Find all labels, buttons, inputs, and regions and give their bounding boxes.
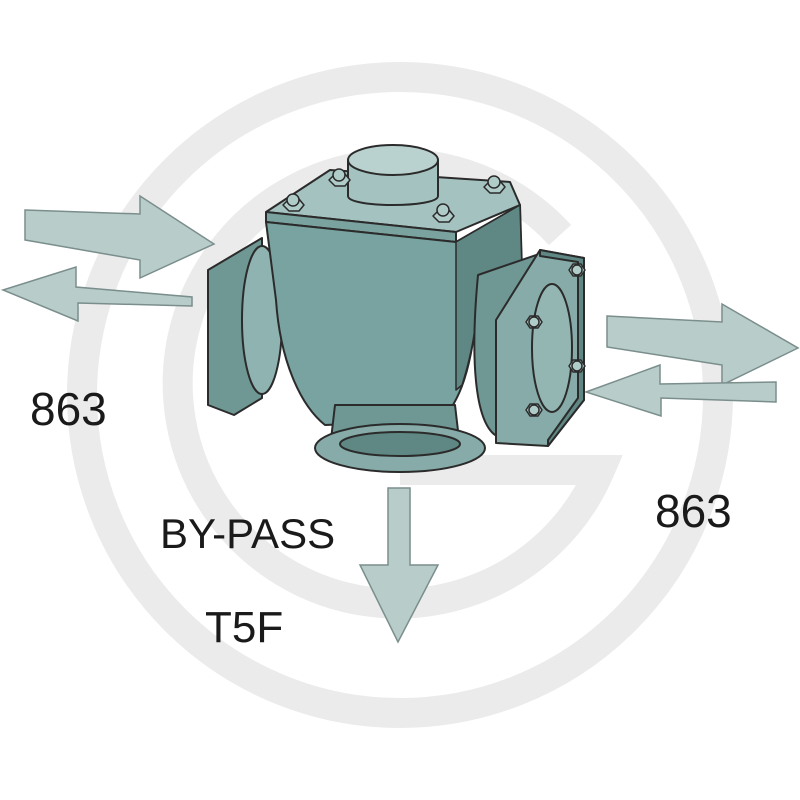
arrow-left-icon (0, 265, 193, 323)
right-code-label: 863 (655, 485, 732, 537)
bolt-icon (568, 359, 586, 373)
bolts (282, 168, 586, 417)
bolt-icon (568, 263, 586, 277)
bottom-outlet-opening (339, 431, 461, 457)
outlet-code-label: T5F (205, 603, 283, 652)
bolt-icon (432, 203, 455, 223)
bolt-icon (483, 175, 506, 194)
bypass-label: BY-PASS (160, 510, 335, 557)
bolt-icon (525, 403, 543, 417)
bolt-icon (525, 315, 543, 329)
bolt-icon (328, 168, 351, 187)
arrow-right-icon (606, 302, 800, 387)
top-cap-face (347, 144, 439, 176)
left-flow-arrows (0, 194, 216, 323)
arrow-left-icon (583, 363, 777, 418)
right-flow-arrows (583, 302, 800, 418)
bolt-icon (282, 193, 305, 212)
three-way-valve-icon (207, 144, 586, 473)
left-code-label: 863 (30, 383, 107, 435)
right-port (531, 283, 573, 413)
arrow-down-icon (358, 487, 440, 644)
arrow-right-icon (24, 194, 216, 280)
